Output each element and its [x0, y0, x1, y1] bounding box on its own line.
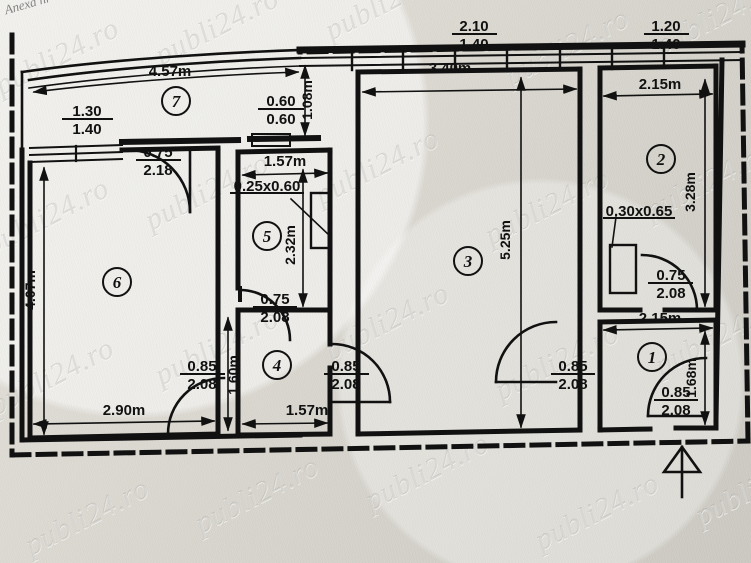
room-number-2: 2 — [646, 144, 676, 174]
dim-line-1.57-room4 — [241, 418, 329, 429]
dim-label-room3-width: 3.40m — [429, 60, 472, 77]
dim-label-window-top-offset: 1.08m — [299, 80, 315, 120]
shaft-room2-leader — [611, 216, 617, 248]
opening-door-room5-width: 0.75 — [260, 291, 289, 308]
dim-label-room1-width: 2.15m — [639, 310, 682, 327]
room-number-5-text: 5 — [263, 227, 272, 246]
entry-direction-arrow — [661, 444, 703, 499]
room-number-3: 3 — [453, 246, 483, 276]
wall-room7-bottom — [118, 134, 322, 146]
opening-door-room3-height: 2.08 — [558, 376, 587, 393]
opening-door-room2-width: 0.75 — [656, 267, 685, 284]
exterior-wall-top — [296, 40, 746, 54]
opening-door-room4-height: 2.08 — [331, 376, 360, 393]
room-number-7: 7 — [161, 86, 191, 116]
dim-line-1.57-room5 — [241, 168, 329, 180]
room4-walls — [235, 307, 333, 438]
opening-door-entry-width: 0.85 — [661, 384, 690, 401]
opening-balcony-window-height: 1.40 — [72, 121, 101, 138]
opening-vent-height: 0.60 — [266, 111, 295, 128]
door-swing-room7 — [126, 148, 192, 214]
opening-door-room6-width: 0.85 — [187, 358, 216, 375]
opening-door-room2-height: 2.08 — [656, 285, 685, 302]
opening-door-room7-height: 2.18 — [143, 162, 172, 179]
dim-line-3.40 — [361, 84, 578, 97]
dim-line-2.15-room2 — [602, 89, 714, 101]
shaft-room2 — [608, 243, 638, 295]
dim-label-room1-height: 1.68m — [683, 358, 699, 398]
dim-label-room3-height: 5.25m — [497, 220, 513, 260]
room-number-1-text: 1 — [648, 348, 657, 367]
opening-balcony-window-width: 1.30 — [72, 103, 101, 120]
fraction-rules — [62, 33, 698, 401]
room-number-4: 4 — [262, 350, 292, 380]
dim-label-balcony-length: 4.57m — [149, 63, 192, 80]
dim-label-room5-height: 2.32m — [282, 225, 298, 265]
room-number-7-text: 7 — [172, 92, 182, 111]
vent-opening-0.60 — [251, 133, 291, 147]
opening-window-center-width: 2.10 — [459, 18, 488, 35]
room1-walls — [597, 317, 719, 433]
window-band-top — [298, 50, 744, 68]
dim-label-room6-height: 4.07m — [22, 270, 38, 310]
door-swing-entry — [646, 356, 708, 418]
opening-window-center-height: 1.40 — [459, 36, 488, 53]
opening-door-room5-height: 2.08 — [260, 309, 289, 326]
opening-vent-width: 0.60 — [266, 93, 295, 110]
dim-line-2.15-room1 — [602, 323, 714, 335]
shaft-room5-leader — [289, 197, 332, 238]
dim-label-room5-width: 1.57m — [264, 153, 307, 170]
opening-door-room4-width: 0.85 — [331, 358, 360, 375]
opening-door-room7-width: 0.75 — [143, 144, 172, 161]
room-number-2-text: 2 — [656, 150, 666, 169]
opening-door-entry-height: 2.08 — [661, 402, 690, 419]
dim-label-room4-width: 1.57m — [286, 402, 329, 419]
room-number-6-text: 6 — [113, 273, 122, 292]
opening-window-right-width: 1.20 — [651, 18, 680, 35]
door-swing-room5 — [238, 288, 292, 342]
door-swing-room3 — [494, 320, 558, 384]
dim-label-room2-height: 3.28m — [682, 172, 698, 212]
room-number-6: 6 — [102, 267, 132, 297]
room-number-3-text: 3 — [463, 252, 473, 271]
room-number-1: 1 — [637, 342, 667, 372]
shaft-room2-label: 0.30x0.65 — [606, 203, 673, 220]
dim-label-room6-width: 2.90m — [103, 402, 146, 419]
room2-walls — [597, 63, 719, 313]
opening-door-room6-height: 2.08 — [187, 376, 216, 393]
shaft-room5 — [309, 191, 333, 250]
dim-line-4.57 — [32, 67, 300, 96]
dim-label-room2-width: 2.15m — [639, 76, 682, 93]
window-mullions-top — [350, 46, 666, 72]
shaft-room5-label: 0.25x0.60 — [234, 178, 301, 195]
dim-line-2.90 — [32, 416, 216, 429]
opening-window-right-height: 1.40 — [651, 36, 680, 53]
property-boundary-dashed — [9, 32, 751, 458]
door-swing-room2 — [640, 253, 699, 312]
room-number-4-text: 4 — [272, 356, 282, 375]
opening-door-room3-width: 0.85 — [558, 358, 587, 375]
room-number-5: 5 — [252, 221, 282, 251]
door-swing-room4 — [330, 342, 392, 404]
dim-label-room4-height: 1.60m — [225, 355, 241, 395]
